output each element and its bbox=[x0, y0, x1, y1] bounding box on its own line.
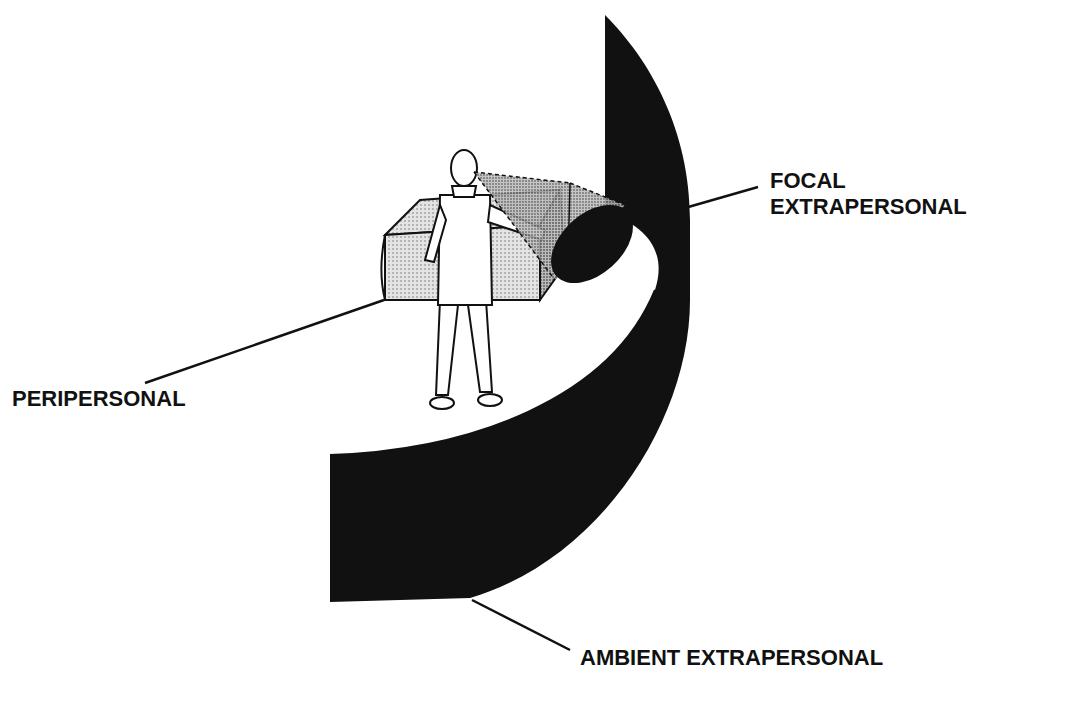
floor-edge bbox=[330, 290, 655, 455]
region-label: PERIPERSONAL bbox=[12, 386, 272, 412]
ambient-band bbox=[330, 15, 690, 602]
leader-line bbox=[472, 600, 570, 650]
leader-line bbox=[622, 187, 758, 226]
person-figure bbox=[430, 300, 502, 409]
leader-line bbox=[145, 300, 384, 383]
region-label: FOCAL EXTRAPERSONAL bbox=[770, 168, 1000, 220]
region-label: AMBIENT EXTRAPERSONAL bbox=[580, 645, 910, 671]
focal-target bbox=[536, 190, 647, 299]
